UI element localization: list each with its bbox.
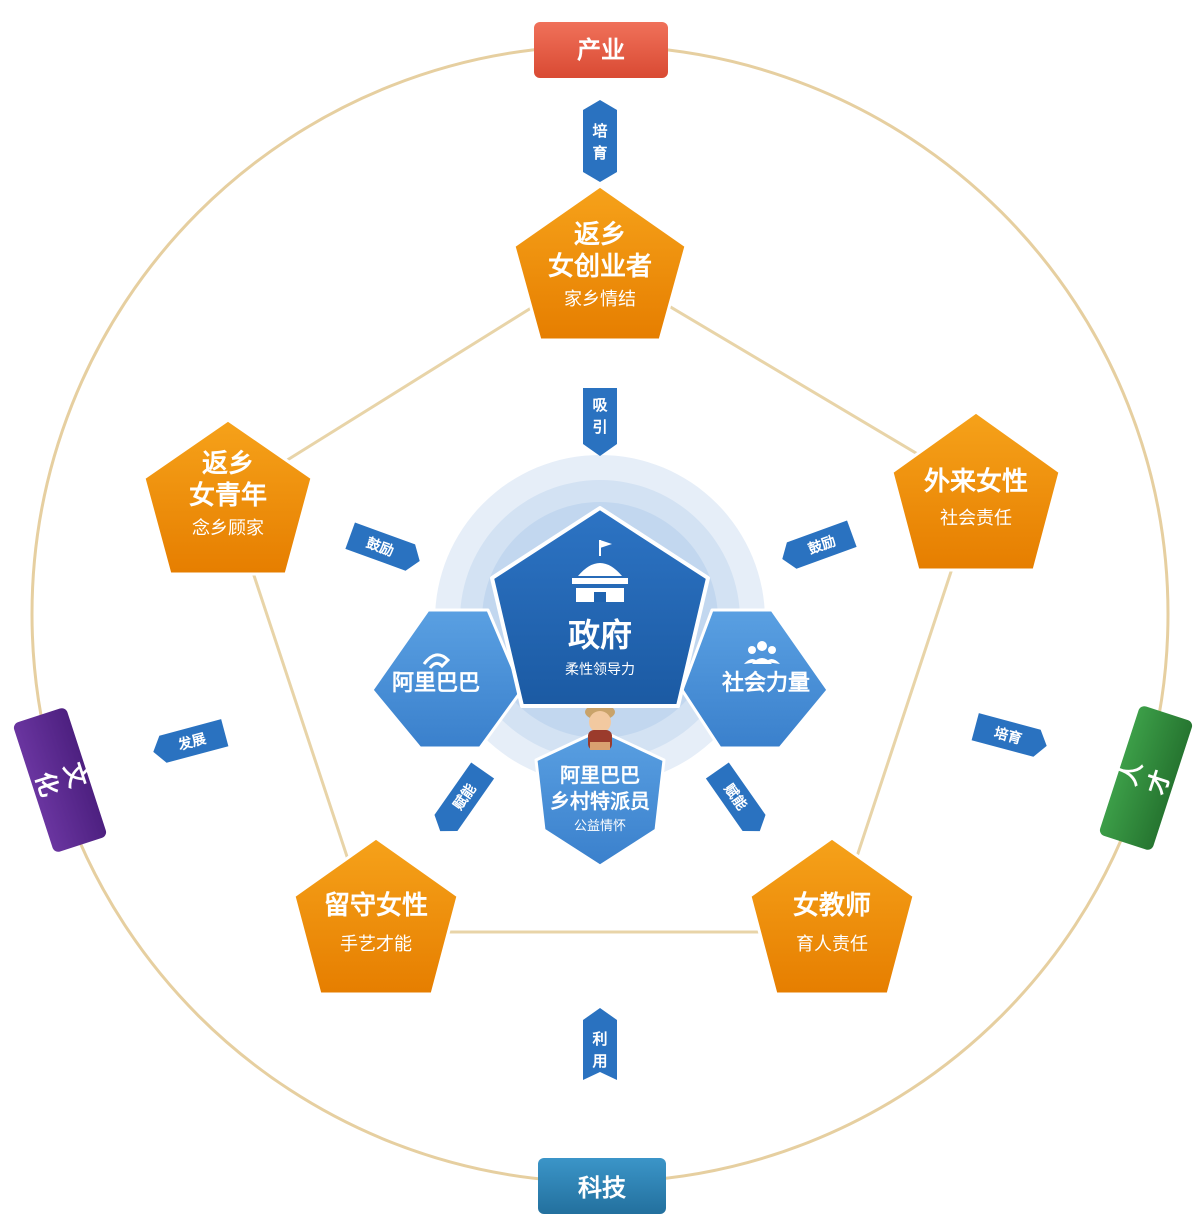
actor-bottom-left-subtitle: 手艺才能 bbox=[340, 934, 412, 955]
arrow-top-outer: 培 育 bbox=[583, 100, 617, 182]
actor-top-line2: 女创业者 bbox=[548, 251, 652, 282]
tag-technology[interactable]: 科技 bbox=[538, 1158, 666, 1214]
arrow-bottom-outer-char1: 利 bbox=[592, 1030, 607, 1048]
government-node[interactable]: 政府 柔性领导力 bbox=[490, 506, 710, 708]
people-group-icon bbox=[744, 641, 780, 664]
arrow-top-inner-char1: 吸 bbox=[592, 396, 608, 414]
arrow-bottom-outer-char2: 用 bbox=[592, 1052, 607, 1070]
specialist-line1: 阿里巴巴 bbox=[560, 763, 640, 787]
tag-industry[interactable]: 产业 bbox=[534, 22, 668, 78]
arrow-top-inner: 吸 引 bbox=[583, 388, 617, 456]
arrow-bottom-left-inner: 赋能 bbox=[434, 762, 495, 832]
alibaba-label: 阿里巴巴 bbox=[392, 671, 480, 696]
social-forces-label: 社会力量 bbox=[722, 670, 810, 696]
actor-returning-female-entrepreneur[interactable]: 返乡 女创业者 家乡情结 bbox=[512, 184, 688, 342]
arrow-right-upper: 鼓励 bbox=[782, 520, 857, 569]
tag-talent[interactable]: 人 才 bbox=[1096, 704, 1193, 851]
arrow-top-outer-char2: 育 bbox=[592, 144, 607, 162]
arrow-left-outer: 发展 bbox=[153, 719, 229, 763]
actor-left-subtitle: 念乡顾家 bbox=[192, 517, 264, 539]
arrow-right-outer: 培育 bbox=[971, 713, 1047, 757]
arrow-top-inner-char2: 引 bbox=[592, 418, 607, 436]
government-building-icon bbox=[572, 540, 628, 602]
government-subtitle: 柔性领导力 bbox=[565, 662, 635, 678]
actor-left-behind-women[interactable]: 留守女性 手艺才能 bbox=[292, 836, 460, 996]
actor-female-teachers[interactable]: 女教师 育人责任 bbox=[748, 836, 916, 996]
tag-technology-label: 科技 bbox=[578, 1174, 627, 1202]
actor-left-line2: 女青年 bbox=[189, 480, 267, 511]
tag-industry-label: 产业 bbox=[577, 36, 625, 64]
actor-top-subtitle: 家乡情结 bbox=[564, 289, 636, 310]
actor-outside-women[interactable]: 外来女性 社会责任 bbox=[890, 410, 1062, 572]
actor-right-line1: 外来女性 bbox=[924, 466, 1028, 497]
actor-bottom-right-subtitle: 育人责任 bbox=[796, 934, 868, 955]
actor-pentagon-lines bbox=[226, 263, 980, 934]
arrow-bottom-outer: 利 用 bbox=[583, 1008, 617, 1080]
government-title: 政府 bbox=[568, 616, 632, 654]
actor-right-subtitle: 社会责任 bbox=[940, 508, 1012, 529]
arrow-left-outer-label: 发展 bbox=[175, 730, 207, 754]
alibaba-node[interactable]: 阿里巴巴 bbox=[370, 608, 524, 750]
specialist-line2: 乡村特派员 bbox=[550, 789, 650, 813]
actor-bottom-right-line1: 女教师 bbox=[793, 890, 871, 921]
tag-culture[interactable]: 文 化 bbox=[12, 706, 109, 853]
actor-left-line1: 返乡 bbox=[202, 449, 254, 479]
actor-returning-young-women[interactable]: 返乡 女青年 念乡顾家 bbox=[142, 418, 314, 576]
arrow-bottom-right-inner: 赋能 bbox=[705, 762, 766, 832]
arrow-top-outer-char1: 培 bbox=[592, 122, 607, 140]
actor-top-line1: 返乡 bbox=[574, 220, 626, 250]
actor-bottom-left-line1: 留守女性 bbox=[324, 890, 428, 921]
specialist-subtitle: 公益情怀 bbox=[574, 819, 626, 834]
alibaba-logo-icon bbox=[422, 653, 451, 669]
arrow-right-outer-label: 培育 bbox=[992, 724, 1023, 748]
arrow-left-upper: 鼓励 bbox=[345, 522, 420, 571]
